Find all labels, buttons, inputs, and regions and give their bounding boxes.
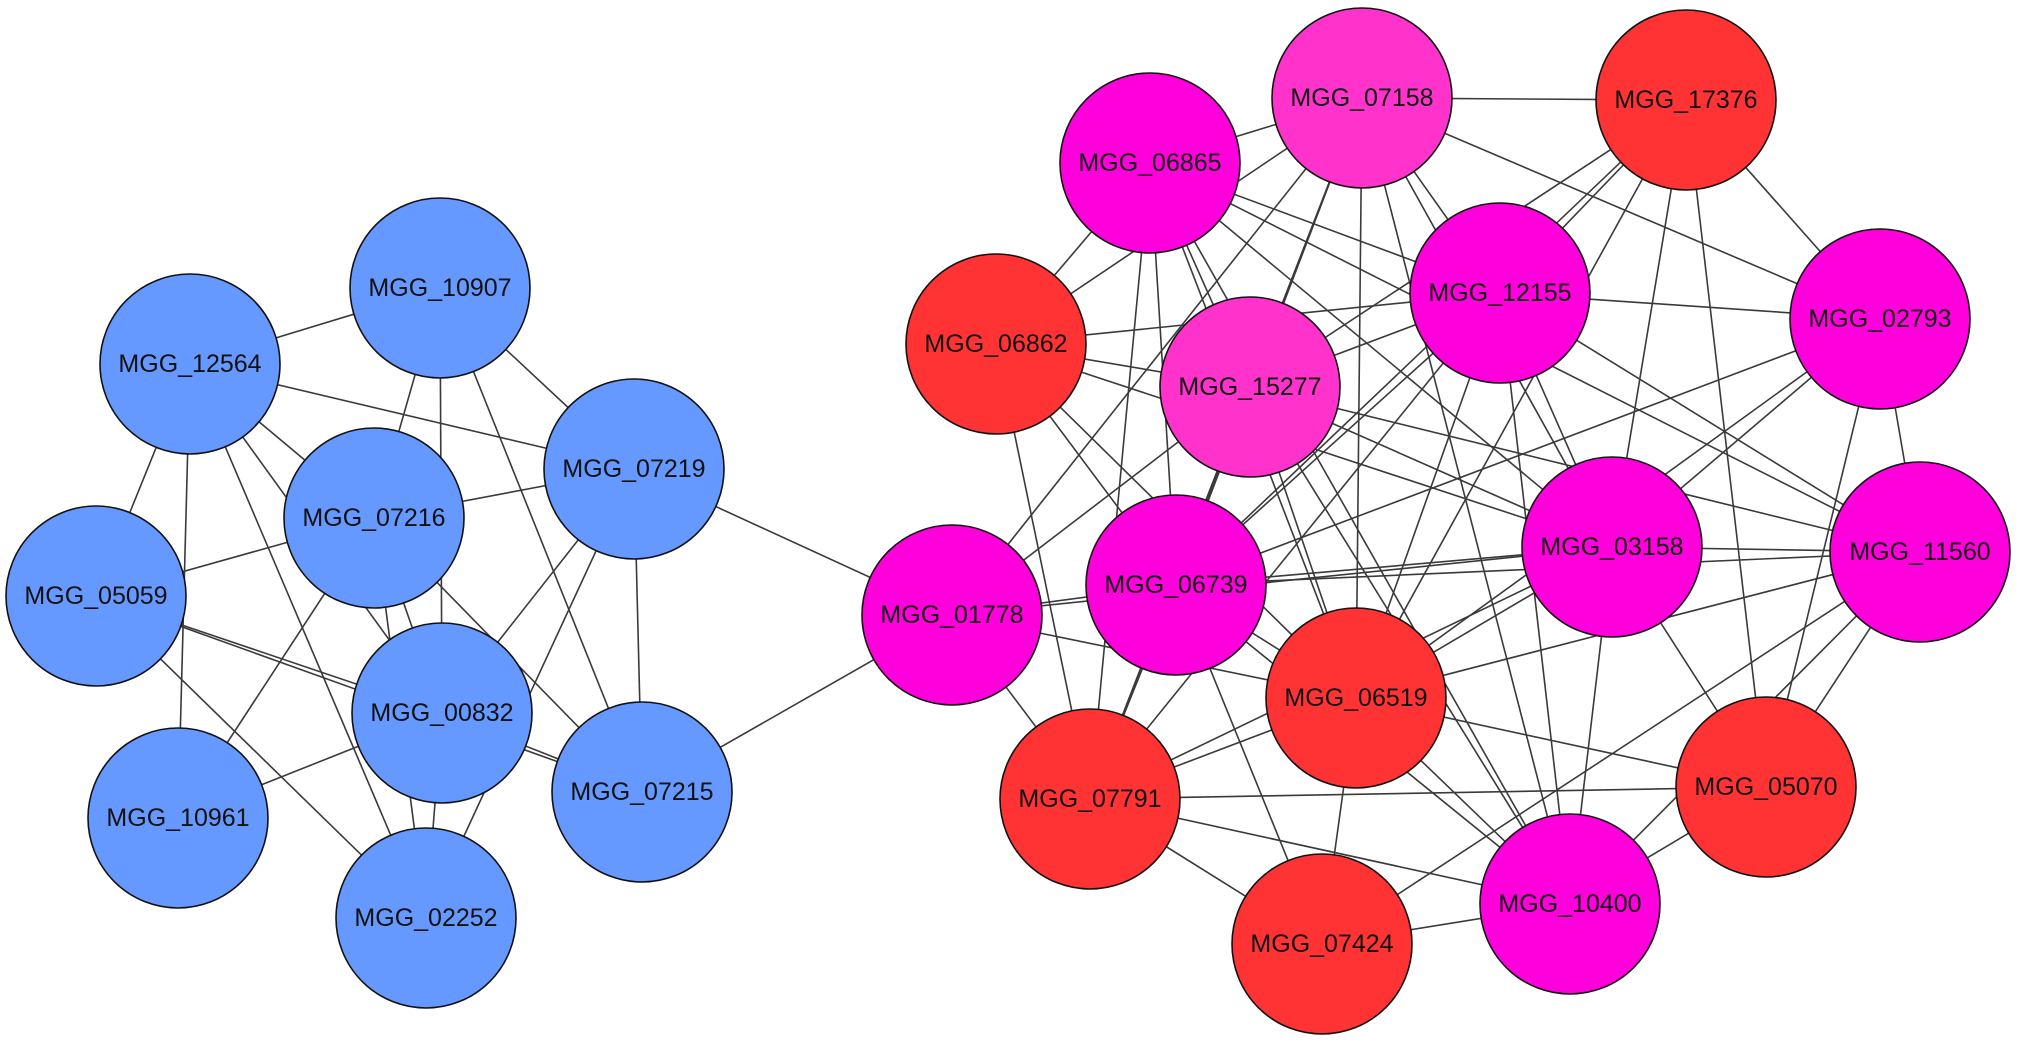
node-mgg-06865: MGG_06865: [1059, 72, 1241, 254]
node-mgg-17376: MGG_17376: [1595, 9, 1777, 191]
edge-mgg-07158-mgg-06519: [1355, 97, 1363, 699]
node-circle: [999, 708, 1181, 890]
node-label: MGG_11560: [1849, 538, 1990, 566]
node-mgg-12155: MGG_12155: [1409, 202, 1591, 384]
node-label: MGG_07216: [302, 504, 445, 532]
node-label: MGG_15277: [1178, 373, 1321, 401]
node-mgg-07424: MGG_07424: [1231, 853, 1413, 1035]
node-label: MGG_10907: [368, 274, 511, 302]
node-label: MGG_10961: [106, 804, 249, 832]
edge-mgg-07791-mgg-05070: [1089, 786, 1767, 800]
node-mgg-05070: MGG_05070: [1675, 696, 1857, 878]
edge-mgg-17376-mgg-06519: [1355, 99, 1687, 699]
edge-mgg-02793-mgg-06739: [1175, 318, 1881, 586]
node-layer: MGG_10907MGG_12564MGG_07219MGG_07216MGG_…: [5, 7, 2011, 1035]
node-label: MGG_00832: [370, 699, 513, 727]
node-label: MGG_07215: [570, 778, 713, 806]
node-label: MGG_07791: [1018, 785, 1161, 813]
node-label: MGG_07219: [562, 455, 705, 483]
node-circle: [1059, 72, 1241, 254]
node-label: MGG_02793: [1808, 305, 1951, 333]
node-mgg-05059: MGG_05059: [5, 505, 187, 687]
node-mgg-00832: MGG_00832: [351, 622, 533, 804]
edge-mgg-17376-mgg-05070: [1685, 99, 1767, 788]
node-mgg-06862: MGG_06862: [905, 253, 1087, 435]
node-circle: [1595, 9, 1777, 191]
node-circle: [905, 253, 1087, 435]
node-circle: [5, 505, 187, 687]
node-circle: [1159, 296, 1341, 478]
node-label: MGG_02252: [354, 904, 497, 932]
node-label: MGG_06862: [924, 330, 1067, 358]
node-label: MGG_05059: [24, 582, 167, 610]
node-label: MGG_17376: [1614, 86, 1757, 114]
edge-mgg-07158-mgg-10400: [1361, 97, 1571, 905]
node-label: MGG_06739: [1104, 571, 1247, 599]
node-label: MGG_03158: [1540, 533, 1683, 561]
edge-mgg-07158-mgg-02793: [1361, 97, 1881, 320]
node-mgg-07219: MGG_07219: [543, 378, 725, 560]
node-mgg-11560: MGG_11560: [1829, 461, 2011, 643]
node-circle: [335, 827, 517, 1009]
edge-mgg-12564-mgg-02252: [189, 363, 427, 919]
node-mgg-07216: MGG_07216: [283, 427, 465, 609]
node-mgg-06519: MGG_06519: [1265, 607, 1447, 789]
node-mgg-03158: MGG_03158: [1521, 456, 1703, 638]
node-circle: [1789, 228, 1971, 410]
edge-mgg-06865-mgg-07791: [1089, 162, 1151, 800]
node-mgg-07791: MGG_07791: [999, 708, 1181, 890]
node-mgg-10907: MGG_10907: [349, 197, 531, 379]
node-mgg-06739: MGG_06739: [1085, 494, 1267, 676]
node-circle: [99, 273, 281, 455]
node-label: MGG_05070: [1694, 773, 1837, 801]
node-circle: [351, 622, 533, 804]
node-circle: [1085, 494, 1267, 676]
edge-mgg-11560-mgg-07424: [1321, 551, 1921, 945]
node-circle: [1271, 7, 1453, 189]
node-circle: [1265, 607, 1447, 789]
node-circle: [551, 701, 733, 883]
node-mgg-12564: MGG_12564: [99, 273, 281, 455]
node-label: MGG_12564: [118, 350, 261, 378]
node-mgg-02252: MGG_02252: [335, 827, 517, 1009]
node-label: MGG_10400: [1498, 890, 1641, 918]
edge-mgg-06865-mgg-03158: [1149, 162, 1613, 548]
node-label: MGG_01778: [880, 601, 1023, 629]
node-mgg-07215: MGG_07215: [551, 701, 733, 883]
node-circle: [861, 524, 1043, 706]
node-label: MGG_06519: [1284, 684, 1427, 712]
node-circle: [543, 378, 725, 560]
node-mgg-10400: MGG_10400: [1479, 813, 1661, 995]
edge-mgg-06865-mgg-10400: [1149, 162, 1571, 905]
node-circle: [1675, 696, 1857, 878]
node-label: MGG_07158: [1290, 84, 1433, 112]
node-circle: [283, 427, 465, 609]
node-circle: [87, 727, 269, 909]
node-circle: [1829, 461, 2011, 643]
edge-mgg-07158-mgg-01778: [951, 97, 1363, 616]
node-circle: [1409, 202, 1591, 384]
node-circle: [1521, 456, 1703, 638]
edge-mgg-12155-mgg-07791: [1089, 292, 1501, 800]
node-label: MGG_07424: [1250, 930, 1393, 958]
node-mgg-07158: MGG_07158: [1271, 7, 1453, 189]
node-circle: [1231, 853, 1413, 1035]
node-label: MGG_12155: [1428, 279, 1571, 307]
node-label: MGG_06865: [1078, 149, 1221, 177]
node-circle: [349, 197, 531, 379]
node-mgg-01778: MGG_01778: [861, 524, 1043, 706]
node-circle: [1479, 813, 1661, 995]
node-mgg-15277: MGG_15277: [1159, 296, 1341, 478]
edge-mgg-12155-mgg-10400: [1499, 292, 1571, 905]
node-mgg-02793: MGG_02793: [1789, 228, 1971, 410]
node-mgg-10961: MGG_10961: [87, 727, 269, 909]
